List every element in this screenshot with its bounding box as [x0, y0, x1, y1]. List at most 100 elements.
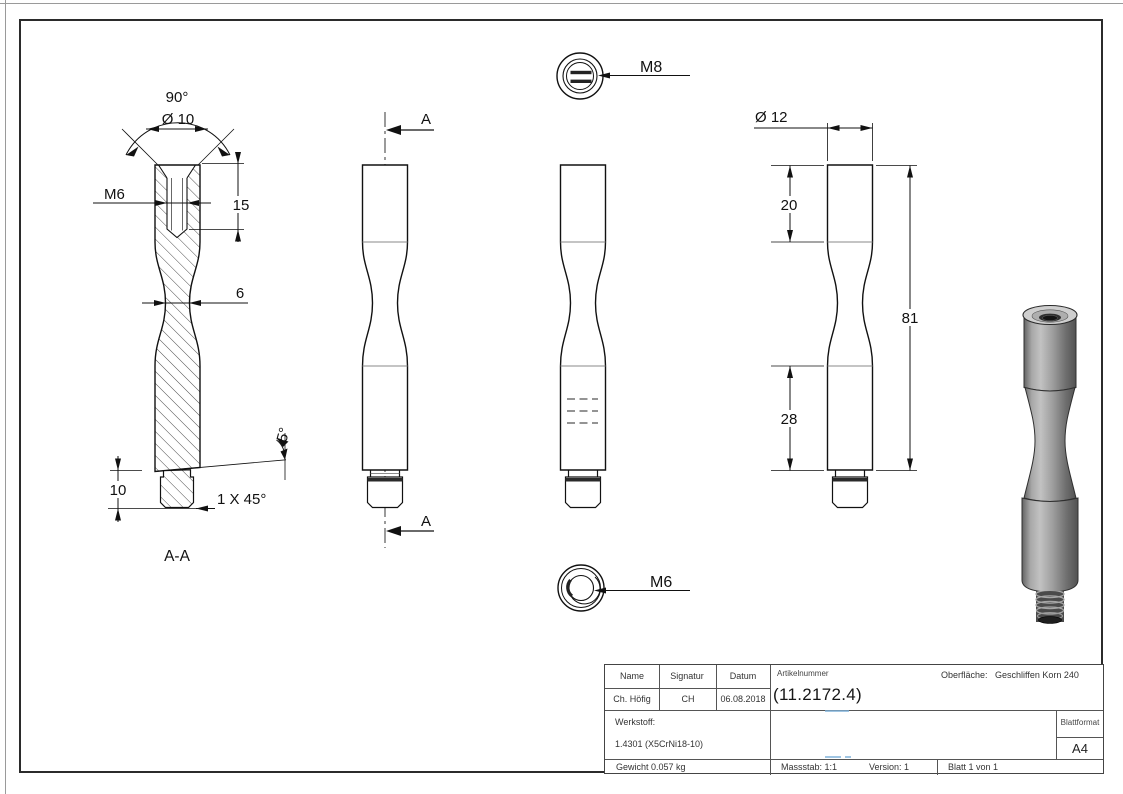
grid-line: [716, 665, 717, 710]
blue-mark: [825, 756, 841, 758]
value-signatur: CH: [681, 694, 695, 704]
arrowhead: [860, 125, 873, 131]
version: Version: 1: [869, 762, 910, 772]
grid-line: [937, 759, 938, 775]
arrowhead: [189, 300, 201, 306]
artikelnummer-label: Artikelnummer: [777, 669, 829, 678]
blattformat-value: A4: [1072, 741, 1088, 756]
countersink-and-hole: [158, 164, 196, 239]
stud: [831, 470, 869, 509]
arrowhead: [154, 300, 166, 306]
oberflaeche-value: Geschliffen Korn 240: [995, 670, 1079, 680]
label-bg: [896, 309, 924, 326]
grid-line: [1056, 710, 1057, 759]
dim-15-ext: [189, 163, 244, 230]
tangent-edges: [362, 241, 408, 367]
arrowhead: [827, 125, 840, 131]
m8-label: M8: [640, 59, 662, 76]
bottom-view-m6: M6: [557, 564, 690, 612]
blatt: Blatt 1 von 1: [948, 762, 999, 772]
werkstoff-label: Werkstoff:: [615, 717, 656, 727]
thread-band: [565, 478, 601, 482]
stud-bottom-face: [1038, 616, 1062, 624]
grid-line: [605, 688, 770, 689]
thread-coil: [1035, 595, 1065, 604]
dim-20-label: 20: [781, 197, 798, 214]
render-bottom-cylinder: [1021, 497, 1079, 593]
side-view-hidden-lines: [559, 164, 607, 509]
section-arrow-bottom-label: A: [421, 513, 431, 530]
header-signatur: Signatur: [670, 671, 704, 681]
stud: [366, 470, 404, 509]
label-bg: [775, 410, 803, 427]
dim-90-label: 90°: [166, 89, 189, 106]
dim-15-label: 15: [233, 197, 250, 214]
front-view: A A: [361, 111, 434, 548]
value-name: Ch. Höfig: [613, 694, 651, 704]
tangent-edges: [827, 241, 873, 367]
dim-5-label: 5°: [274, 426, 294, 444]
arrowhead: [115, 458, 121, 471]
dim-81-label: 81: [902, 310, 919, 327]
thread-dash: [570, 70, 592, 75]
arrowhead: [187, 200, 199, 206]
stud: [564, 470, 602, 509]
drawing-frame: [19, 19, 1103, 773]
arrowhead: [235, 229, 241, 242]
dim-90-ext-lines: [121, 128, 235, 165]
header-datum: Datum: [729, 671, 757, 681]
render-threaded-stud: [1035, 591, 1065, 622]
dim-dia12-label: Ø 12: [755, 109, 788, 126]
arrowhead: [598, 72, 610, 79]
arrowhead: [386, 125, 401, 135]
werkstoff-value: 1.4301 (X5CrNi18-10): [615, 739, 704, 749]
arrowhead: [217, 146, 230, 157]
dim-90-arc: [125, 122, 231, 156]
arrowhead: [195, 126, 207, 132]
dim-dia10-label: Ø 10: [162, 111, 195, 128]
oberflaeche-label: Oberfläche:: [941, 670, 988, 680]
thread-coil: [1035, 591, 1065, 599]
dim-20-ext: [771, 165, 824, 243]
grid-line: [605, 759, 1103, 760]
m6-top-label: M6: [104, 186, 125, 203]
thread-shade-arc: [566, 578, 574, 598]
window-border-top: [0, 3, 1123, 4]
blue-mark: [845, 756, 851, 758]
dimension-view: Ø 12 20 81 28: [754, 109, 924, 509]
arrowhead: [235, 152, 241, 164]
body-circle: [557, 564, 605, 612]
arrowhead: [115, 508, 121, 521]
dim-10-ext: [108, 470, 197, 509]
title-block: Name Signatur Datum Ch. Höfig CH 06.08.2…: [604, 664, 1104, 775]
arrowhead: [196, 505, 208, 512]
dim-6-label: 6: [236, 285, 244, 302]
blue-mark: [825, 709, 849, 712]
label-bg: [775, 196, 803, 213]
section-title: A-A: [164, 548, 191, 565]
dim-28-ext: [771, 365, 824, 471]
value-datum: 06.08.2018: [720, 694, 766, 704]
thread-minor-lines: [171, 178, 183, 231]
label-bg: [229, 196, 252, 213]
artikelnummer-value: (11.2172.4): [773, 685, 862, 704]
arrowhead: [907, 165, 913, 178]
massstab: Massstab: 1:1: [781, 762, 838, 772]
thread-band: [367, 478, 403, 482]
grid-line: [1056, 737, 1103, 738]
dim-view-outline: [826, 164, 874, 471]
arrowhead: [787, 165, 793, 178]
hidden-lines: [567, 398, 598, 424]
render-waist: [1023, 386, 1077, 502]
dim-10-label: 10: [110, 482, 127, 499]
arrowhead: [280, 448, 288, 460]
countersink-circle: [562, 58, 598, 94]
arrowhead: [787, 366, 793, 378]
front-outline: [361, 164, 409, 471]
thread-band: [832, 478, 868, 482]
section-arrow-top-label: A: [421, 111, 431, 128]
grid-line: [605, 710, 1103, 711]
header-name: Name: [619, 671, 645, 681]
arrowhead: [126, 146, 139, 157]
